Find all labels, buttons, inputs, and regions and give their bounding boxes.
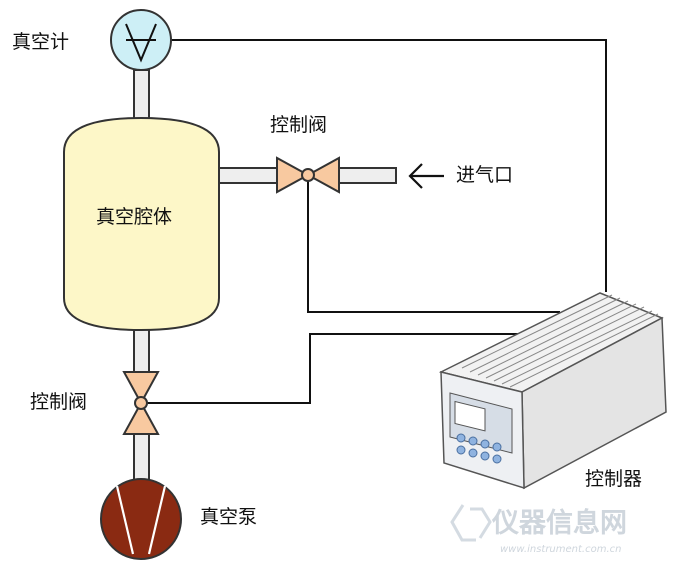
vacuum-chamber: [63, 116, 220, 332]
vacuum-gauge-label: 真空计: [12, 31, 70, 53]
pipes: [133, 69, 397, 484]
top-control-valve-icon: [276, 156, 340, 194]
bottom-valve-to-controller-wire: [141, 333, 520, 404]
gauge-to-controller-wire: [164, 39, 607, 292]
watermark-title: 仪器信息网: [492, 508, 627, 539]
vacuum-pump-label: 真空泵: [200, 506, 258, 528]
bottom-control-valve-icon: [122, 371, 160, 435]
vacuum-chamber-label: 真空腔体: [96, 206, 173, 228]
watermark-logo-icon: [450, 504, 492, 542]
watermark-url: www.instrument.com.cn: [500, 544, 622, 555]
gas-inlet-arrow-icon: [408, 163, 444, 189]
bottom-control-valve-label: 控制阀: [30, 391, 88, 413]
vacuum-pump-icon: [100, 478, 182, 560]
vacuum-gauge-icon: [110, 9, 172, 71]
gas-inlet-label: 进气口: [456, 164, 514, 186]
inlet-pipe-left: [218, 167, 280, 184]
gauge-pipe: [133, 69, 150, 125]
signal-wires: [141, 39, 607, 404]
inlet-pipe-right: [337, 167, 397, 184]
controller-label: 控制器: [585, 468, 643, 490]
top-control-valve-label: 控制阀: [270, 114, 328, 136]
top-valve-to-controller-wire: [307, 175, 560, 313]
controller-device-icon: [438, 292, 667, 490]
pump-pipe-bottom: [133, 432, 150, 484]
